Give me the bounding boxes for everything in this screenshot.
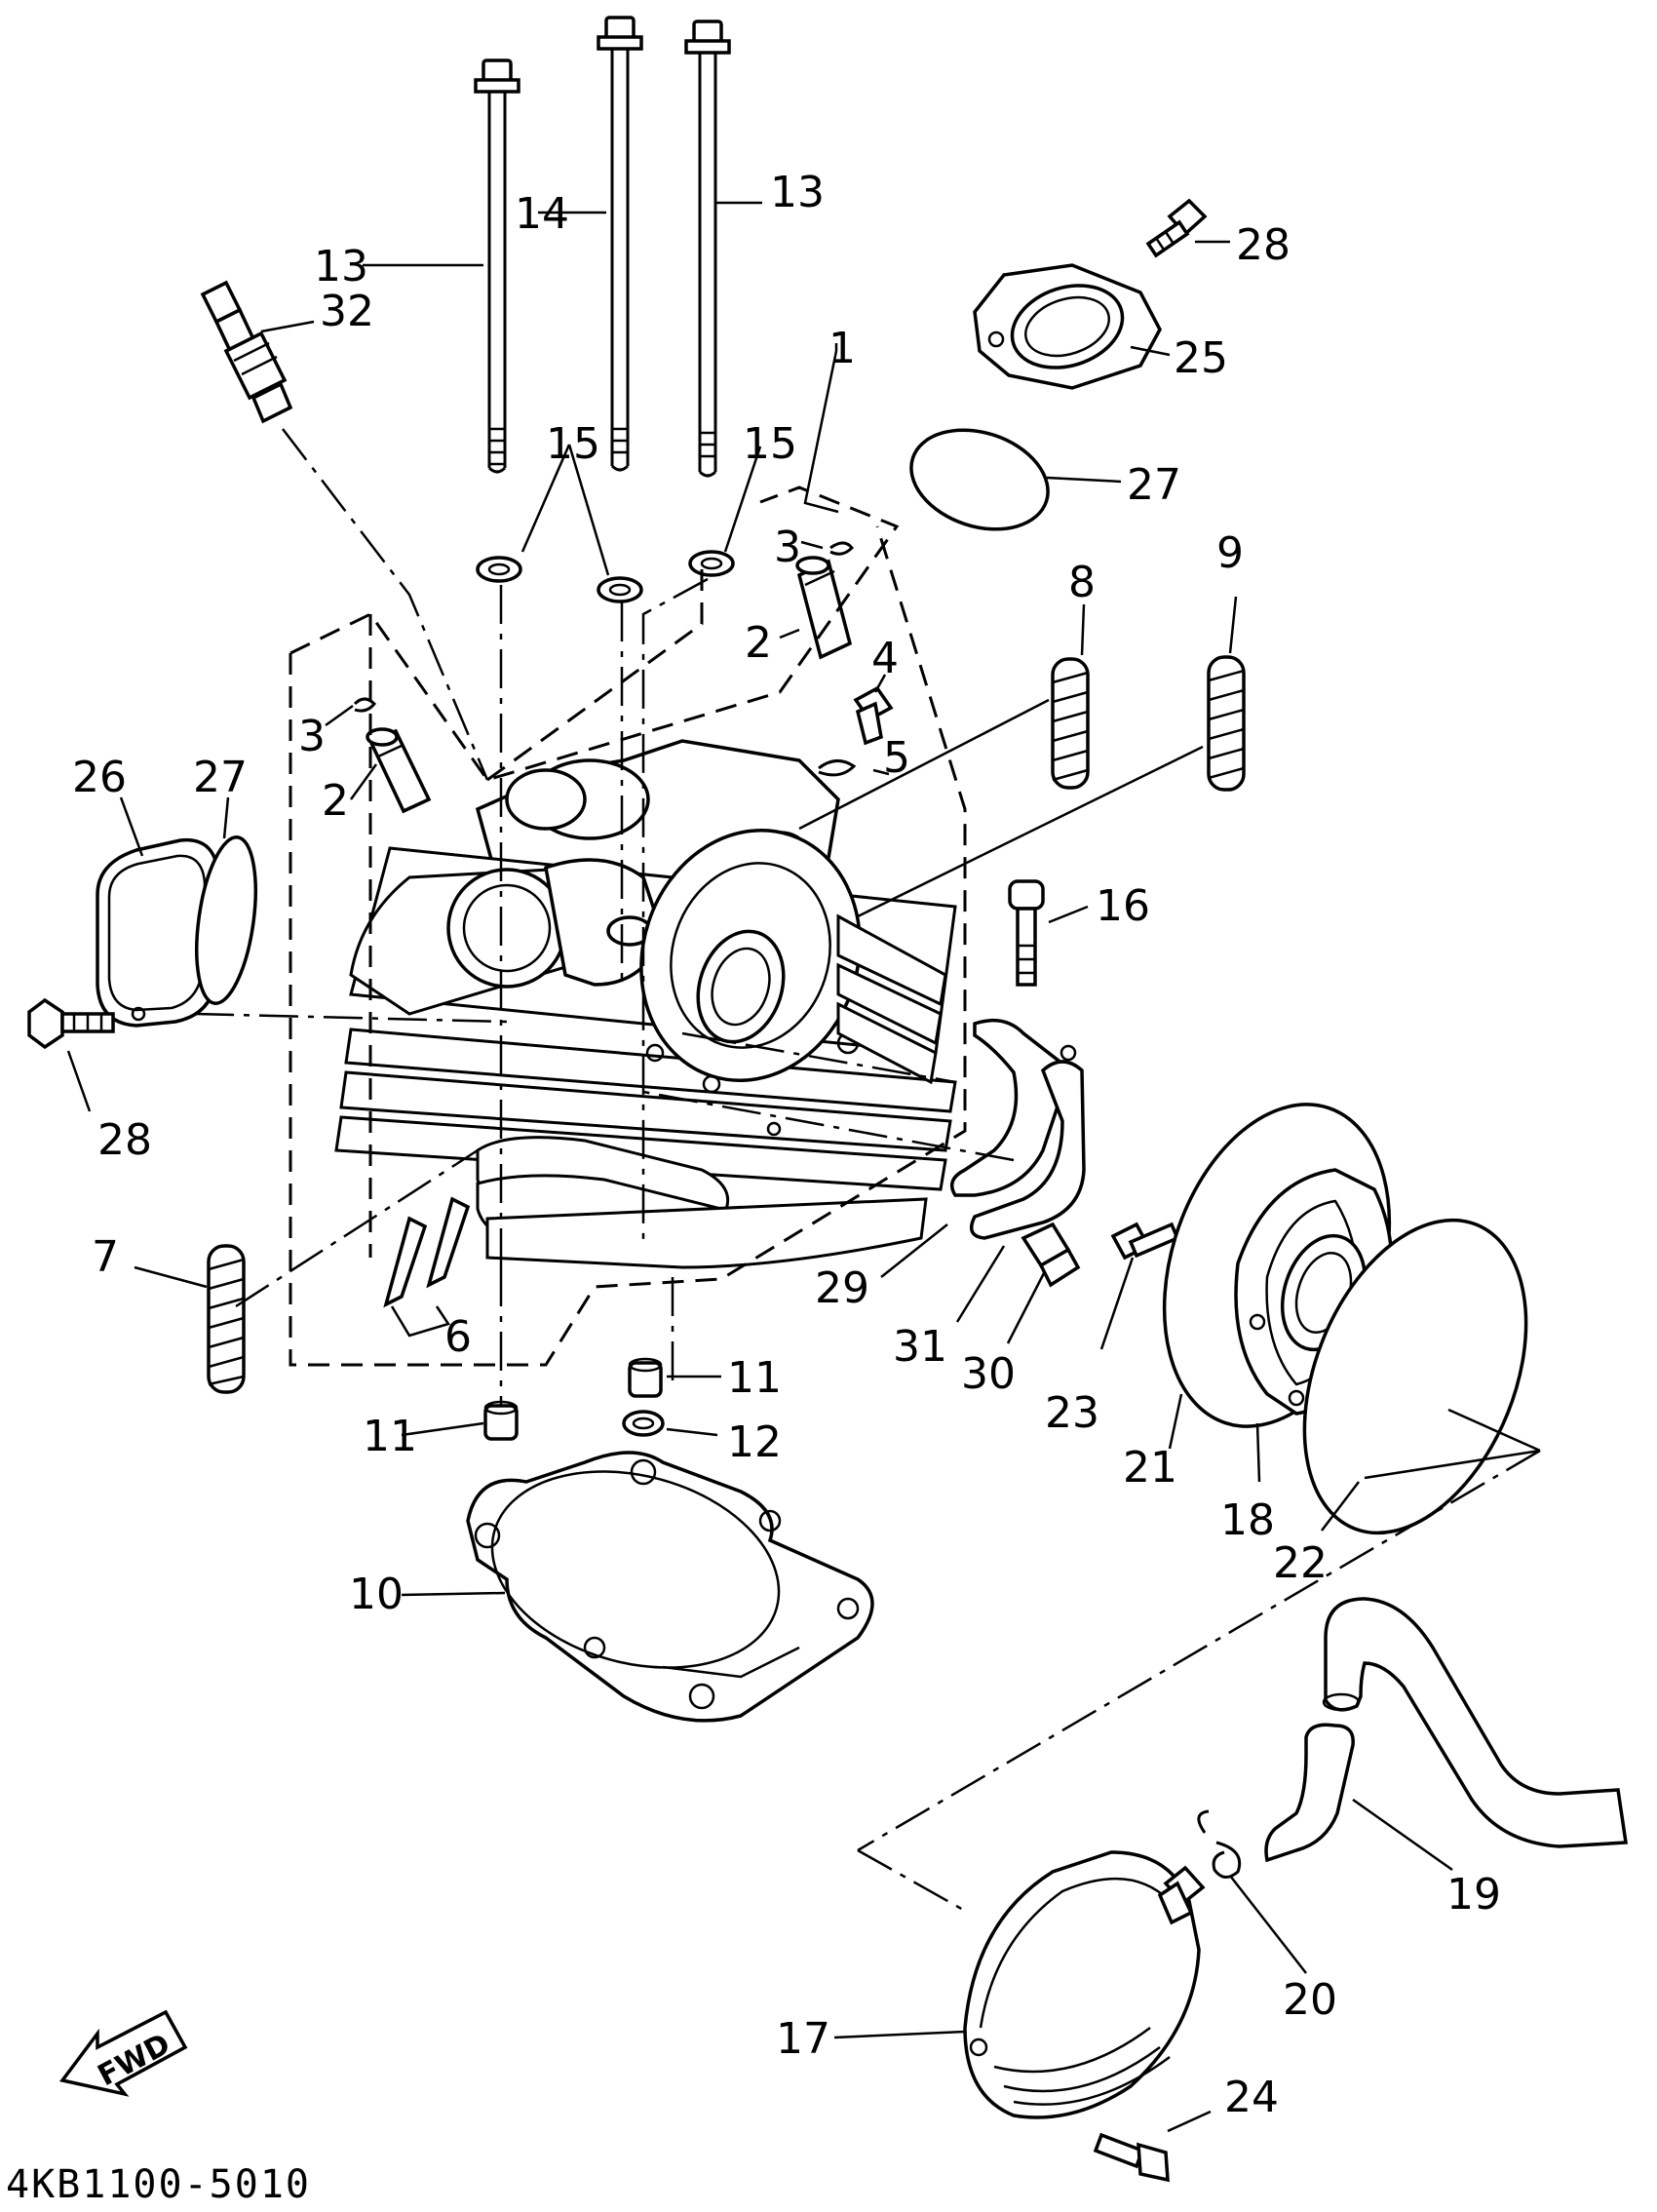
callout-1: 1 [828,324,856,373]
washer-5 [818,759,857,777]
callout-21: 21 [1123,1443,1177,1493]
spark-plug-32 [200,280,293,424]
clip-3-left [353,697,377,713]
clip-3-right [829,541,855,556]
callout-15-right: 15 [743,419,797,469]
valve-guide-2-right [795,556,853,660]
washer-15-b [597,576,643,603]
callout-2-left: 2 [322,776,349,826]
breather-cover-17 [963,1850,1206,2119]
callout-2-right: 2 [745,618,772,668]
head-bolt-14 [597,16,643,472]
callout-24: 24 [1224,2073,1279,2122]
gasket-29 [949,1018,1067,1197]
washer-15-c [688,550,735,577]
callout-8: 8 [1068,558,1096,607]
callout-11-left: 11 [363,1412,417,1461]
bolt-24 [1093,2132,1170,2183]
callout-6: 6 [444,1312,472,1362]
studs-6 [383,1196,471,1308]
callout-27-left: 27 [193,753,248,802]
callout-16: 16 [1096,881,1150,931]
callout-25: 25 [1174,333,1228,383]
breather-hose-19 [1264,1597,1629,1863]
drawing-code: 4KB1100-5010 [6,2162,311,2207]
callout-18: 18 [1220,1495,1275,1545]
gasket-31 [969,1060,1086,1240]
callout-30: 30 [961,1349,1016,1399]
callout-9: 9 [1216,528,1244,578]
fwd-direction-arrow: FWD [58,2009,188,2097]
bolt-16 [1008,879,1045,987]
gasket-22 [1302,1218,1528,1535]
washer-15-a [476,556,522,583]
callout-28-left: 28 [97,1115,152,1165]
callout-13-right: 13 [770,168,825,217]
screw-28-top [1145,198,1208,258]
spring-7 [207,1244,246,1394]
head-bolt-13-left [474,58,520,474]
bolt-28-left [27,997,115,1050]
callout-22: 22 [1273,1538,1328,1588]
bolt-30 [1021,1222,1081,1288]
clip-20 [1197,1809,1242,1879]
callout-11-right: 11 [727,1353,782,1403]
callout-17: 17 [776,2014,830,2064]
callout-23: 23 [1045,1388,1099,1438]
callout-29: 29 [815,1263,869,1313]
callout-26: 26 [72,753,127,802]
callout-labels: 32 13 14 13 28 25 1 27 15 15 3 2 4 5 8 9… [72,168,1501,2122]
callout-4: 4 [871,634,899,683]
spring-9 [1207,655,1246,792]
callout-7: 7 [92,1232,119,1282]
callout-12: 12 [727,1417,782,1467]
callout-10: 10 [349,1570,404,1619]
valve-guide-2-left [366,727,432,814]
callout-3-left: 3 [298,712,326,761]
leader-lines [66,201,1541,2133]
callout-28-top: 28 [1236,220,1291,270]
callout-20: 20 [1283,1975,1337,2025]
callout-15-left: 15 [546,419,600,469]
cylinder-head-gasket-10 [466,1451,874,1723]
cylinder-head-1 [334,739,957,1269]
callout-27-top: 27 [1127,460,1181,510]
dowel-11-left [483,1400,519,1441]
gasket-27-top [909,428,1050,531]
callout-3-right: 3 [774,523,801,572]
head-bolt-13-right [684,19,731,478]
callout-14: 14 [515,189,569,239]
callout-19: 19 [1446,1870,1501,1920]
intake-joint-25 [973,263,1162,390]
spring-8 [1051,657,1090,790]
dowel-11-right [628,1357,663,1398]
callout-32: 32 [320,287,374,336]
bolt-23 [1110,1222,1180,1261]
bolt-4 [853,685,894,746]
callout-5: 5 [883,733,910,783]
o-ring-12 [622,1410,665,1437]
callout-13-left: 13 [314,242,368,291]
callout-31: 31 [893,1322,947,1372]
gasket-27-left [195,834,257,1006]
